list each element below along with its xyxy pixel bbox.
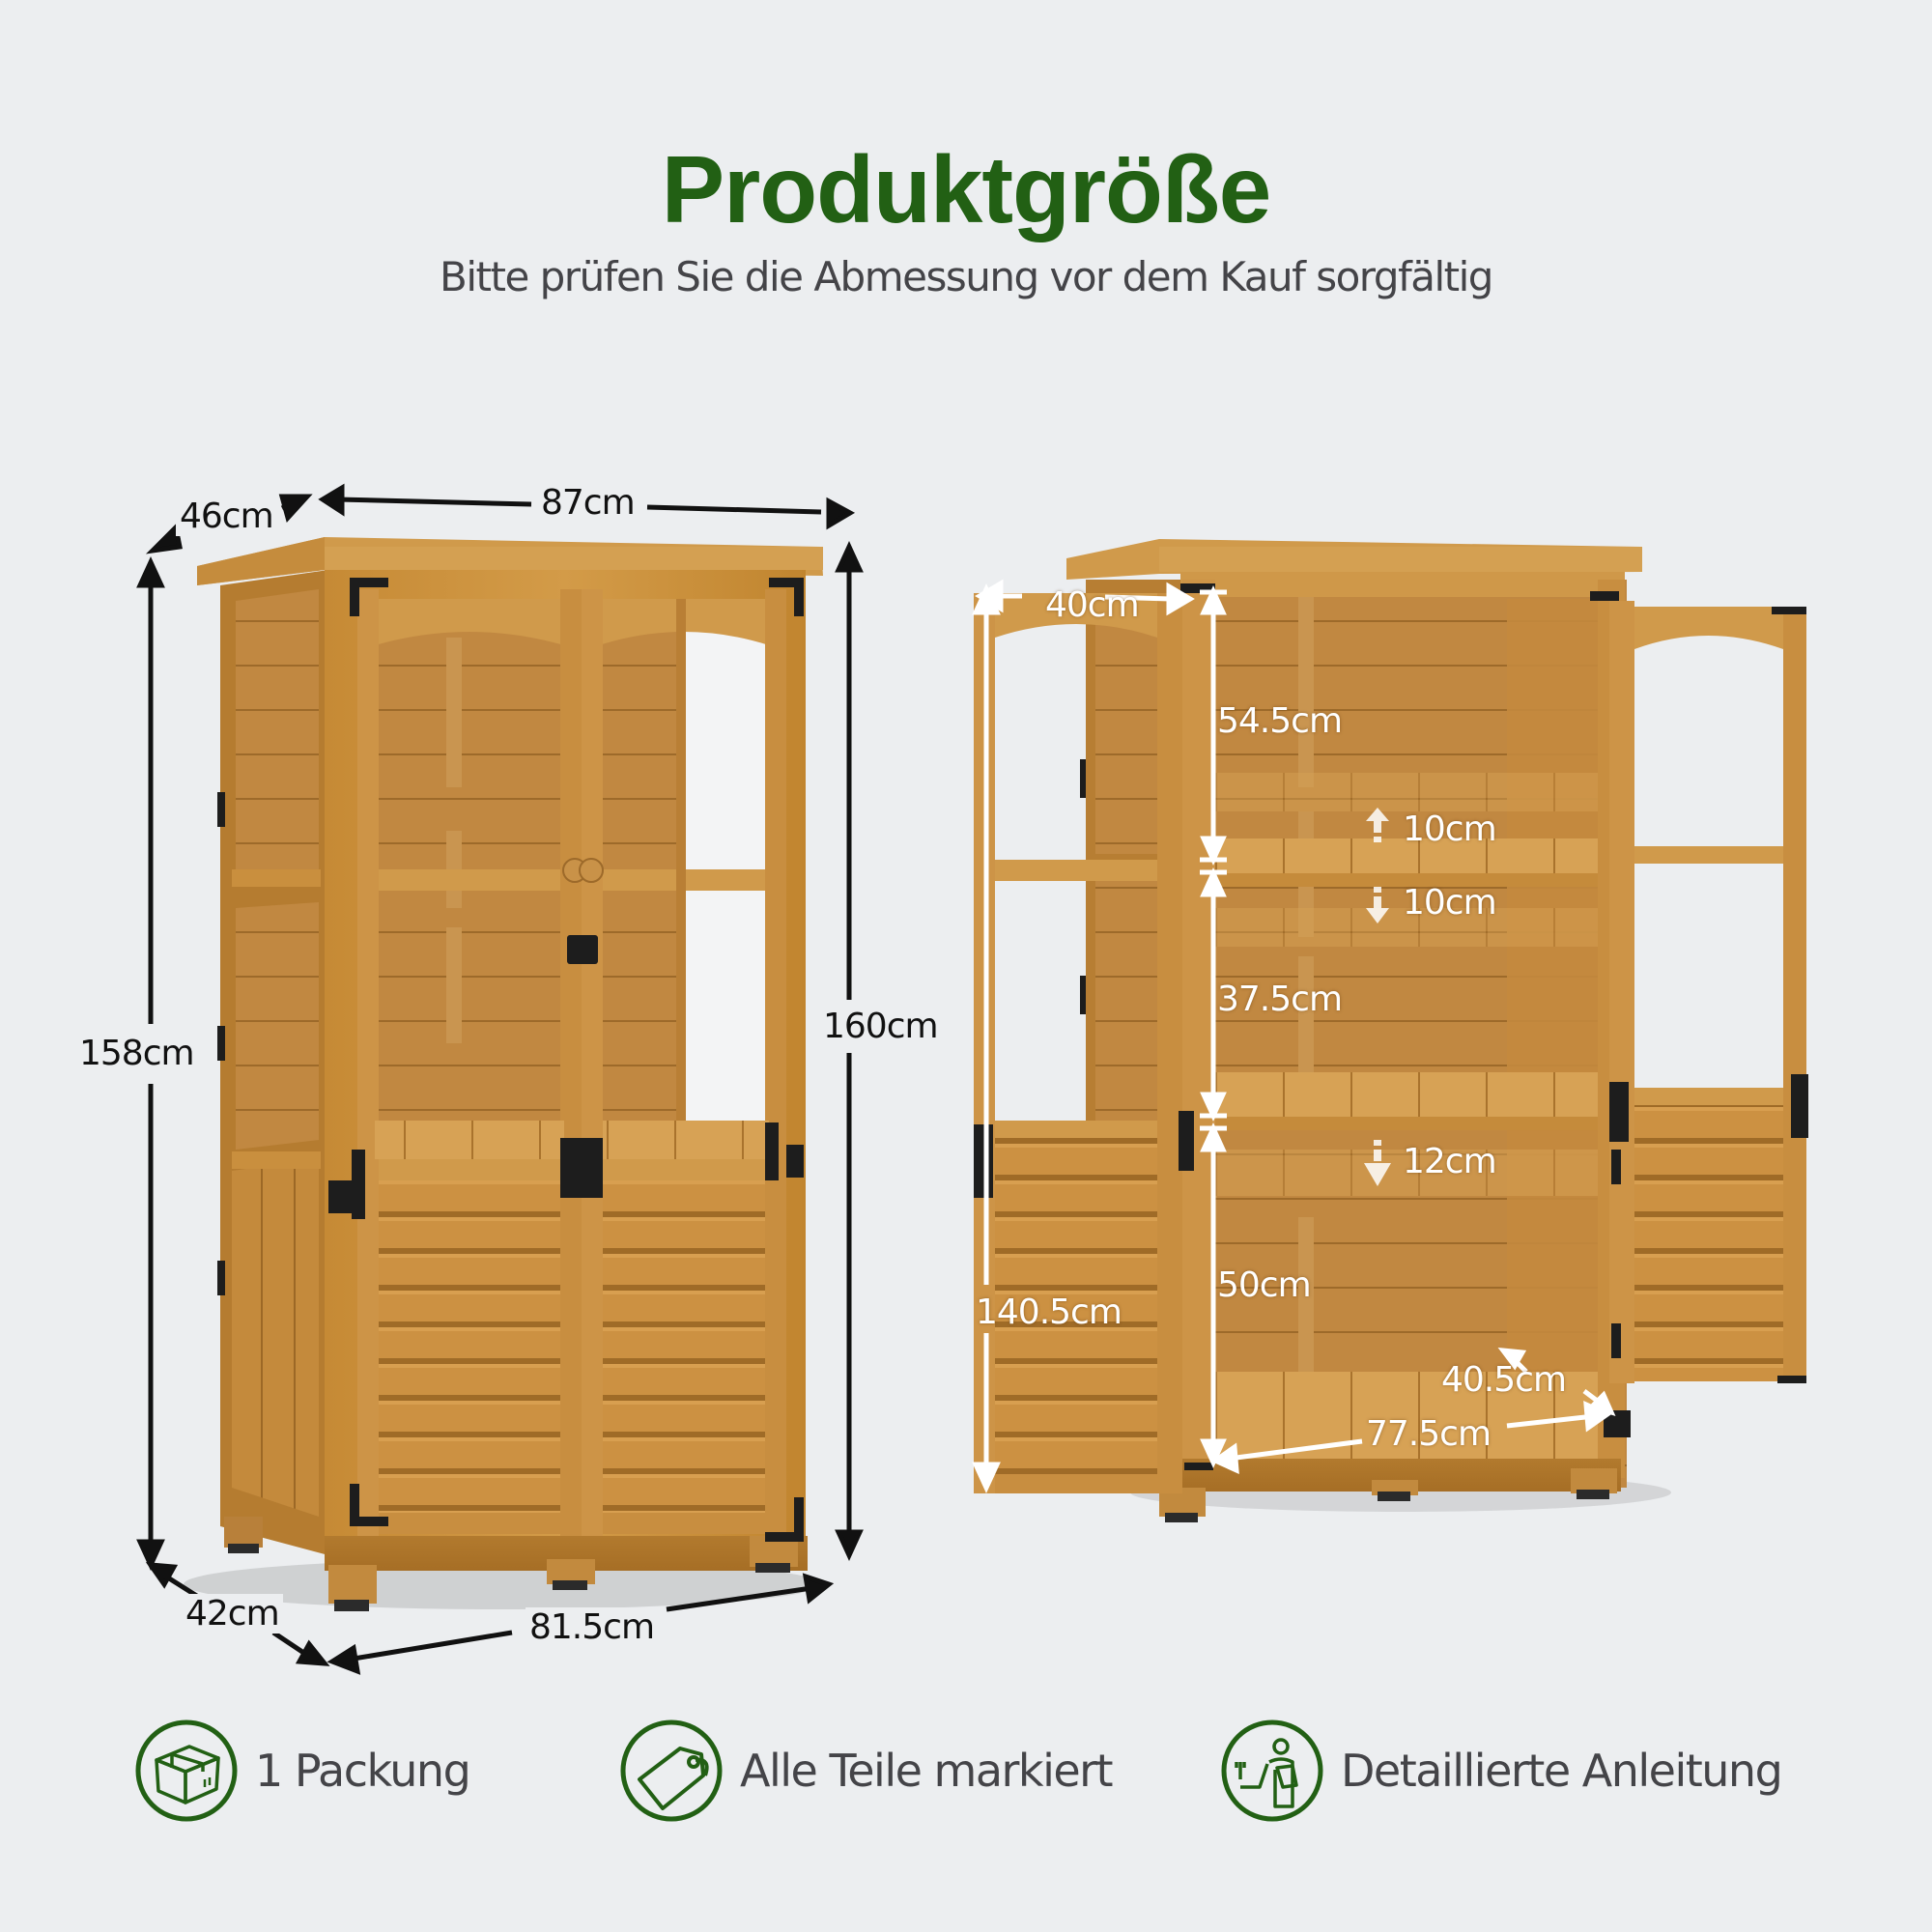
page-subtitle: Bitte prüfen Sie die Abmessung vor dem K… — [440, 253, 1493, 300]
dim-shelf-adjust-down: 10cm — [1403, 883, 1497, 923]
dim-middle-compartment: 37.5cm — [1217, 980, 1343, 1019]
dim-door-width: 40cm — [1045, 585, 1140, 625]
dim-top-depth: 46cm — [176, 497, 277, 536]
feature-label: 1 Packung — [255, 1745, 471, 1797]
feature-labeled-parts: Alle Teile markiert — [620, 1719, 1114, 1822]
feature-label: Detaillierte Anleitung — [1341, 1745, 1783, 1797]
dim-top-width: 87cm — [537, 483, 639, 523]
feature-label: Alle Teile markiert — [740, 1745, 1114, 1797]
tag-label-icon — [620, 1719, 723, 1822]
feature-package: 1 Packung — [135, 1719, 471, 1822]
dim-door-height: 140.5cm — [976, 1293, 1122, 1332]
package-box-icon — [135, 1719, 238, 1822]
dim-lower-shelf-adjust: 12cm — [1403, 1142, 1497, 1181]
dim-bottom-width: 81.5cm — [526, 1607, 659, 1647]
dim-inner-width: 77.5cm — [1366, 1414, 1492, 1454]
dim-right-height: 160cm — [819, 1007, 942, 1046]
dim-lower-compartment: 50cm — [1217, 1265, 1312, 1305]
dim-bottom-depth: 42cm — [182, 1594, 283, 1634]
dim-inner-depth: 40.5cm — [1441, 1360, 1567, 1400]
dim-left-height: 158cm — [75, 1034, 198, 1073]
dim-upper-compartment: 54.5cm — [1217, 701, 1343, 741]
page-title: Produktgröße — [661, 136, 1271, 242]
dim-shelf-adjust-up: 10cm — [1403, 810, 1497, 849]
instruction-manual-icon — [1221, 1719, 1323, 1822]
feature-instructions: Detaillierte Anleitung — [1221, 1719, 1783, 1822]
